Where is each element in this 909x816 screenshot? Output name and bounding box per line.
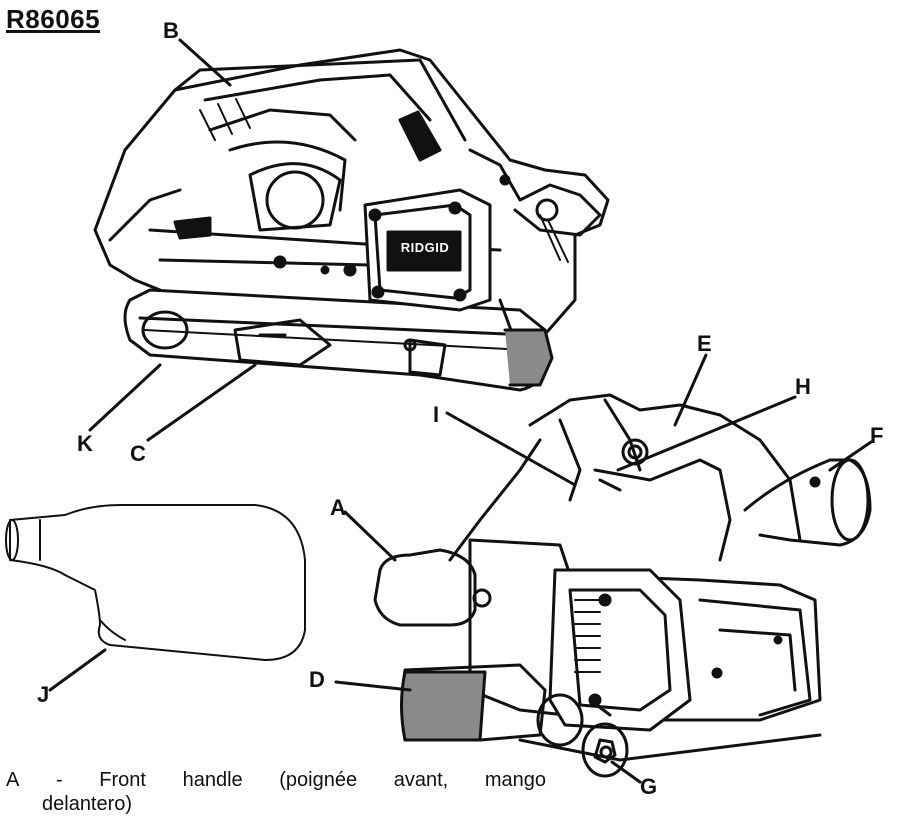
leader-i	[445, 411, 577, 487]
leader-b	[178, 38, 232, 87]
label-h: H	[795, 374, 811, 399]
sander-top-view	[93, 48, 610, 392]
legend-word: (poignée	[279, 769, 358, 791]
label-d: D	[309, 667, 325, 692]
leader-d	[334, 680, 412, 692]
label-k: K	[77, 431, 93, 456]
legend-item-a: A - Front handle (poignée avant, mango	[6, 768, 546, 792]
dust-bag	[5, 504, 306, 661]
leader-h	[616, 395, 797, 472]
parts-legend: A - Front handle (poignée avant, mango d…	[6, 768, 546, 816]
legend-dash: -	[55, 769, 63, 791]
leader-e	[673, 353, 708, 427]
legend-word: handle	[182, 769, 243, 791]
legend-word: mango	[484, 769, 546, 791]
label-c: C	[130, 441, 146, 466]
legend-word: avant,	[393, 769, 449, 791]
model-number-title: R86065	[6, 4, 101, 34]
legend-word: Front	[99, 769, 146, 791]
leader-a	[343, 510, 397, 562]
leader-k	[88, 363, 162, 432]
label-g: G	[640, 774, 658, 799]
ridgid-logo: RIDGID	[400, 240, 450, 255]
sander-bottom-view	[373, 393, 872, 778]
label-f: F	[870, 423, 884, 448]
legend-item-a-continuation: delantero)	[42, 793, 133, 815]
leader-g	[610, 760, 642, 784]
legend-letter: A	[6, 769, 20, 791]
label-j: J	[37, 682, 50, 707]
label-a: A	[330, 495, 346, 520]
label-e: E	[697, 331, 712, 356]
leader-c	[146, 363, 257, 442]
leader-f	[828, 440, 873, 472]
leader-j	[48, 648, 107, 692]
label-i: I	[433, 402, 440, 427]
label-b: B	[163, 18, 179, 43]
